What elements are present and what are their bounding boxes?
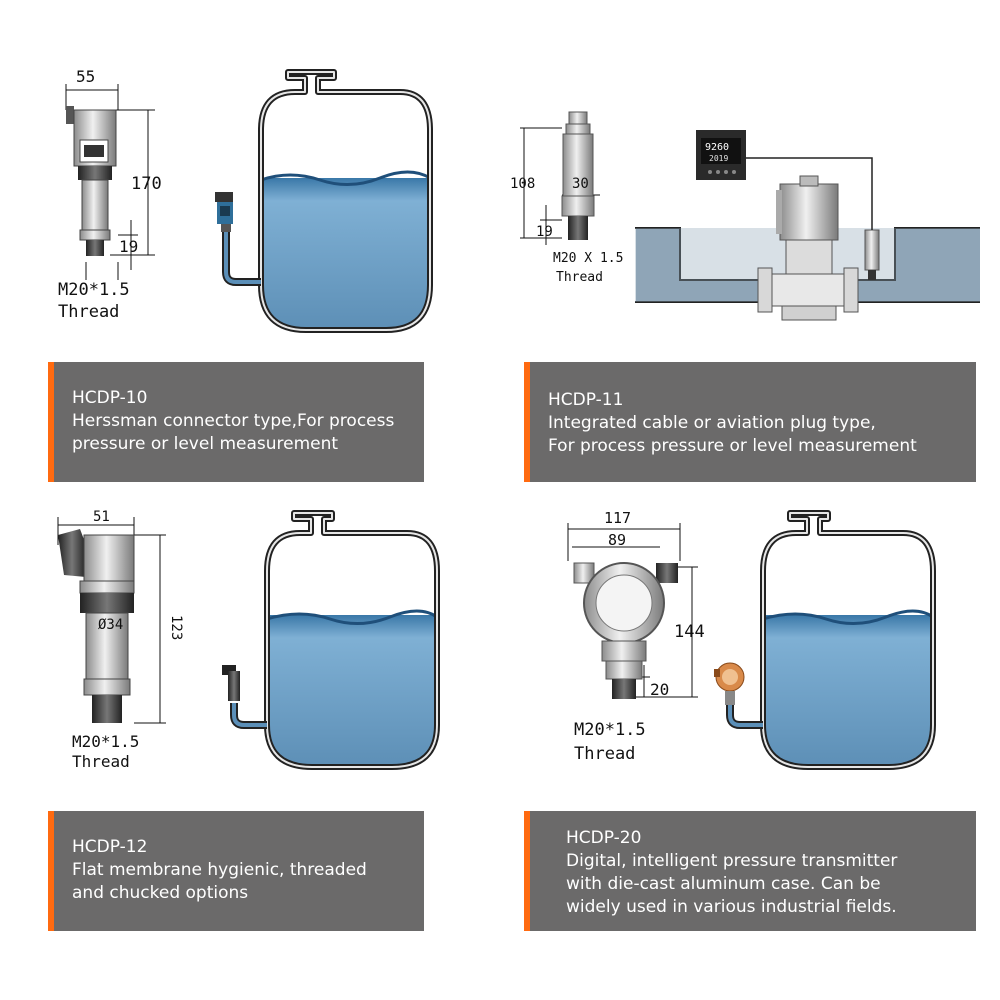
accent-bar xyxy=(48,362,54,482)
dimension-lines xyxy=(65,84,155,280)
dim-width-label: 51 xyxy=(93,509,110,525)
description-line-1: Digital, intelligent pressure transmitte… xyxy=(566,851,898,871)
pump xyxy=(757,175,859,321)
caption-box: HCDP-11 Integrated cable or aviation plu… xyxy=(524,362,976,482)
description-line-2: For process pressure or level measuremen… xyxy=(548,436,917,456)
pipe-fill xyxy=(636,229,980,301)
thread-word-label: Thread xyxy=(574,744,635,764)
model-name: HCDP-10 xyxy=(72,388,148,408)
display-bottom-value: 2019 xyxy=(709,154,728,163)
tank-vessel xyxy=(222,69,433,333)
accent-bar xyxy=(48,811,54,931)
hcdp-10-diagram: 55 170 19 M20*1.5 Thread xyxy=(58,67,433,333)
hcdp-12-transmitter xyxy=(58,529,135,723)
hcdp-20-diagram: 117 89 144 20 M20*1.5 Thread xyxy=(567,509,936,770)
description-line-1: Herssman connector type,For process xyxy=(72,411,395,431)
dim-outer-width-label: 117 xyxy=(604,509,631,527)
mounted-transmitter xyxy=(714,662,745,705)
description-line-3: widely used in various industrial fields… xyxy=(566,897,897,917)
dim-inner-width-label: 89 xyxy=(608,531,626,549)
description-line-2: and chucked options xyxy=(72,883,249,903)
dim-width-label: 30 xyxy=(572,176,589,192)
thread-spec-label: M20*1.5 xyxy=(58,280,130,300)
product-panel-hcdp-10: 55 170 19 M20*1.5 Thread HCDP-10 Herssma… xyxy=(0,0,480,482)
description-line-2: pressure or level measurement xyxy=(72,434,339,454)
model-name: HCDP-11 xyxy=(548,390,624,410)
dim-height-label: 144 xyxy=(674,622,705,642)
thread-word-label: Thread xyxy=(556,270,603,285)
dim-thread-length-label: 19 xyxy=(536,224,553,240)
description-line-1: Flat membrane hygienic, threaded xyxy=(72,860,367,880)
dimension-lines xyxy=(520,127,600,245)
tank-vessel xyxy=(726,510,936,770)
dim-height-label: 108 xyxy=(510,176,535,192)
dim-width-label: 55 xyxy=(76,67,95,86)
caption-box: HCDP-20 Digital, intelligent pressure tr… xyxy=(524,811,976,931)
dim-thread-length-label: 20 xyxy=(650,680,669,699)
description-line-2: with die-cast aluminum case. Can be xyxy=(566,874,881,894)
hcdp-12-diagram: 51 123 Ø34 M20*1.5 Thread xyxy=(57,509,440,771)
model-name: HCDP-12 xyxy=(72,837,148,857)
dim-height-label: 123 xyxy=(168,615,184,640)
thread-word-label: Thread xyxy=(58,302,119,322)
hcdp-11-diagram: 108 30 19 M20 X 1.5 Thread xyxy=(510,111,980,321)
caption-box: HCDP-10 Herssman connector type,For proc… xyxy=(48,362,424,482)
hcdp-10-transmitter xyxy=(66,106,117,256)
dim-diameter-label: Ø34 xyxy=(98,617,123,633)
dim-thread-length-label: 19 xyxy=(119,237,138,256)
signal-wire xyxy=(746,157,873,230)
hcdp-11-transmitter xyxy=(561,111,595,240)
model-name: HCDP-20 xyxy=(566,828,642,848)
dim-height-label: 170 xyxy=(131,174,162,194)
tank-vessel xyxy=(230,510,440,770)
thread-spec-label: M20*1.5 xyxy=(574,720,646,740)
hcdp-20-transmitter xyxy=(573,562,678,699)
caption-box: HCDP-12 Flat membrane hygienic, threaded… xyxy=(48,811,424,931)
thread-spec-label: M20 X 1.5 xyxy=(553,251,623,266)
product-panel-hcdp-20: 117 89 144 20 M20*1.5 Thread HCDP-20 Dig… xyxy=(500,505,980,985)
product-panel-hcdp-12: 51 123 Ø34 M20*1.5 Thread HCDP-12 Flat m… xyxy=(0,505,480,985)
mounted-transmitter xyxy=(215,192,233,232)
accent-bar xyxy=(524,811,530,931)
description-line-1: Integrated cable or aviation plug type, xyxy=(548,413,876,433)
pipe-sensor xyxy=(864,229,880,280)
thread-spec-label: M20*1.5 xyxy=(72,732,139,751)
mounted-transmitter xyxy=(222,665,240,701)
product-panel-hcdp-11: 108 30 19 M20 X 1.5 Thread xyxy=(500,0,980,482)
accent-bar xyxy=(524,362,530,482)
controller-display: 9260 2019 xyxy=(696,130,746,180)
display-top-value: 9260 xyxy=(705,142,729,153)
thread-word-label: Thread xyxy=(72,752,130,771)
